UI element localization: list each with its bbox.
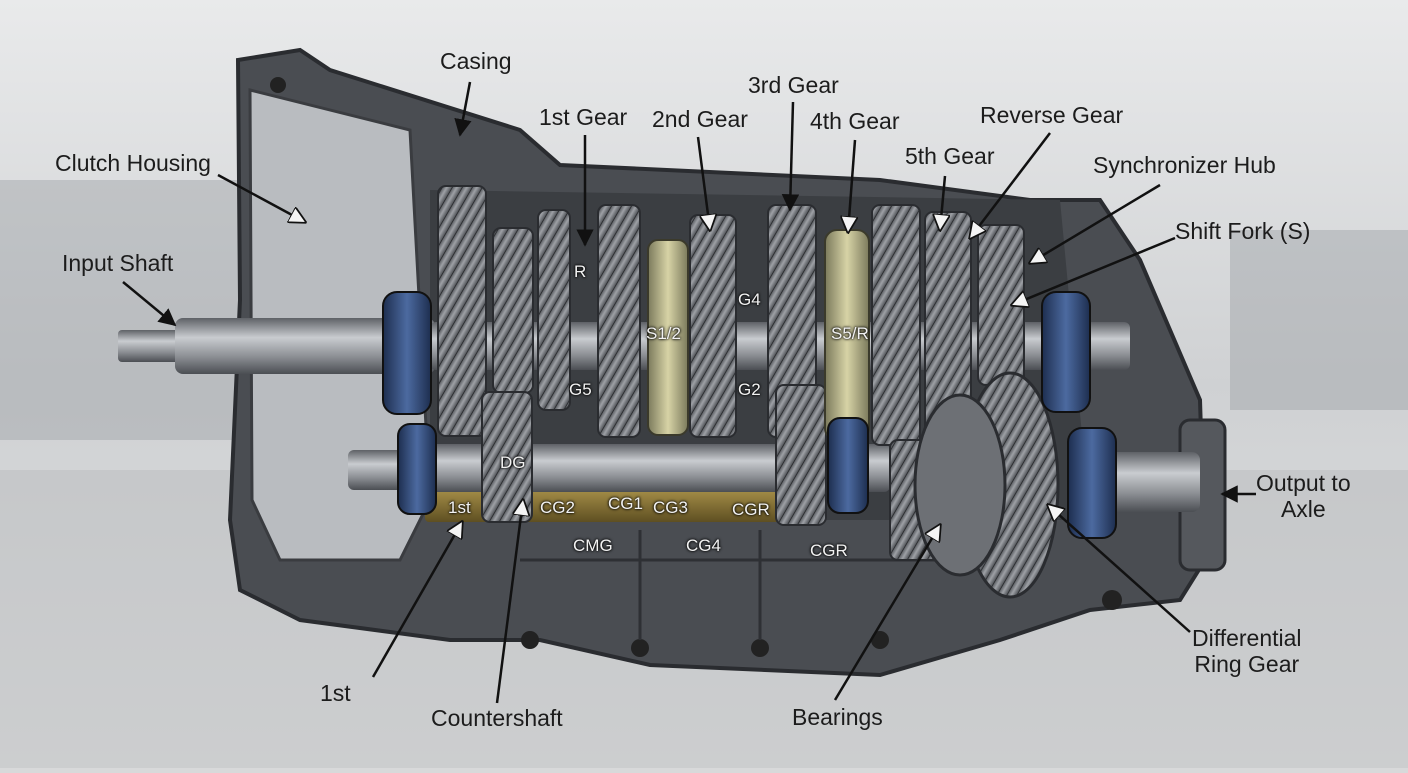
- tag-first: 1st: [448, 498, 471, 517]
- label-countershaft: Countershaft: [431, 705, 563, 731]
- label-first-bottom: 1st: [320, 680, 351, 706]
- tag-s5r: S5/R: [831, 324, 869, 343]
- label-output-line1: Output to: [1256, 470, 1351, 496]
- tag-s12: S1/2: [646, 324, 681, 343]
- tag-cg2: CG2: [540, 498, 575, 517]
- label-synchronizer-hub: Synchronizer Hub: [1093, 152, 1276, 178]
- label-differential-ring-gear: Differential Ring Gear: [1192, 625, 1302, 678]
- label-input-shaft: Input Shaft: [62, 250, 174, 276]
- leader-lines: [122, 81, 1256, 704]
- label-casing: Casing: [440, 48, 512, 74]
- label-differential-line2: Ring Gear: [1194, 651, 1300, 678]
- label-second-gear: 2nd Gear: [652, 106, 748, 132]
- label-third-gear: 3rd Gear: [748, 72, 839, 98]
- tag-g2: G2: [738, 380, 761, 399]
- label-reverse-gear: Reverse Gear: [980, 102, 1124, 128]
- label-fourth-gear: 4th Gear: [810, 108, 900, 134]
- tag-cg3: CG3: [653, 498, 688, 517]
- tag-cg4: CG4: [686, 536, 721, 555]
- tag-dg: DG: [500, 453, 526, 472]
- bearings-group: [382, 291, 1117, 539]
- tag-cgr-tray: CGR: [732, 500, 770, 519]
- tag-g5: G5: [569, 380, 592, 399]
- main-gears: [437, 185, 1025, 446]
- tag-cmg: CMG: [573, 536, 613, 555]
- label-differential-line1: Differential: [1192, 625, 1302, 651]
- label-shift-fork: Shift Fork (S): [1175, 218, 1311, 244]
- synchronizers: [647, 229, 870, 441]
- tag-r: R: [574, 262, 587, 281]
- differential: [913, 371, 1060, 599]
- label-first-gear: 1st Gear: [539, 104, 628, 130]
- label-fifth-gear: 5th Gear: [905, 143, 995, 169]
- tag-cg1: CG1: [608, 494, 643, 513]
- label-bearings: Bearings: [792, 704, 883, 730]
- label-output-to-axle: Output to Axle: [1256, 470, 1351, 523]
- label-clutch-housing: Clutch Housing: [55, 150, 211, 176]
- label-output-line2: Axle: [1280, 496, 1326, 523]
- tag-cgr: CGR: [810, 541, 848, 560]
- oil-tray: [425, 490, 780, 522]
- tag-g4: G4: [738, 290, 761, 309]
